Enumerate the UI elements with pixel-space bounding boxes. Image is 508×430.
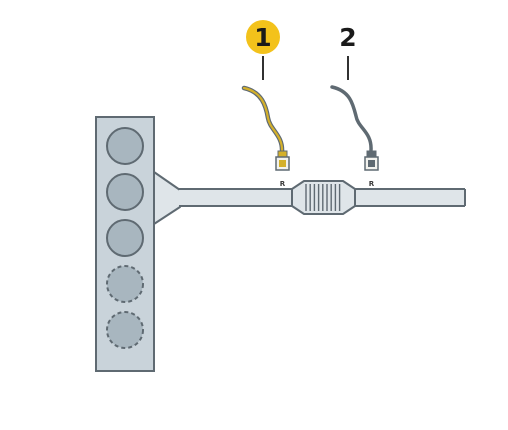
engine-block (95, 116, 155, 372)
exhaust-manifold (153, 171, 181, 225)
cylinder-1 (106, 127, 144, 165)
sensor-1-cable-core (242, 86, 284, 154)
sensor-1-plug (277, 150, 288, 158)
cylinder-2 (106, 173, 144, 211)
catalytic-converter-ribs (305, 184, 341, 211)
sensor-2-window (368, 160, 375, 167)
cylinder-3 (106, 219, 144, 257)
sensor-2-cable (330, 85, 373, 152)
cylinders (106, 127, 144, 349)
sensor-2: R (330, 85, 379, 188)
sensor-1-window (279, 160, 286, 167)
sensor-2-plug (366, 150, 377, 158)
catalytic-converter-body (291, 180, 356, 215)
callout-1-number: 1 (254, 23, 271, 52)
cylinder-4 (106, 265, 144, 303)
sensor-1-mark: R (280, 180, 286, 188)
cylinder-5 (106, 311, 144, 349)
callout-2-number: 2 (339, 23, 356, 52)
callout-1-marker (246, 20, 280, 54)
sensor-1-cable (241, 85, 285, 155)
sensor-2-mark: R (369, 180, 375, 188)
callout-1: 1 (246, 20, 280, 80)
catalytic-converter (291, 180, 356, 215)
callout-2: 2 (339, 23, 357, 80)
sensor-1: R (241, 85, 290, 188)
